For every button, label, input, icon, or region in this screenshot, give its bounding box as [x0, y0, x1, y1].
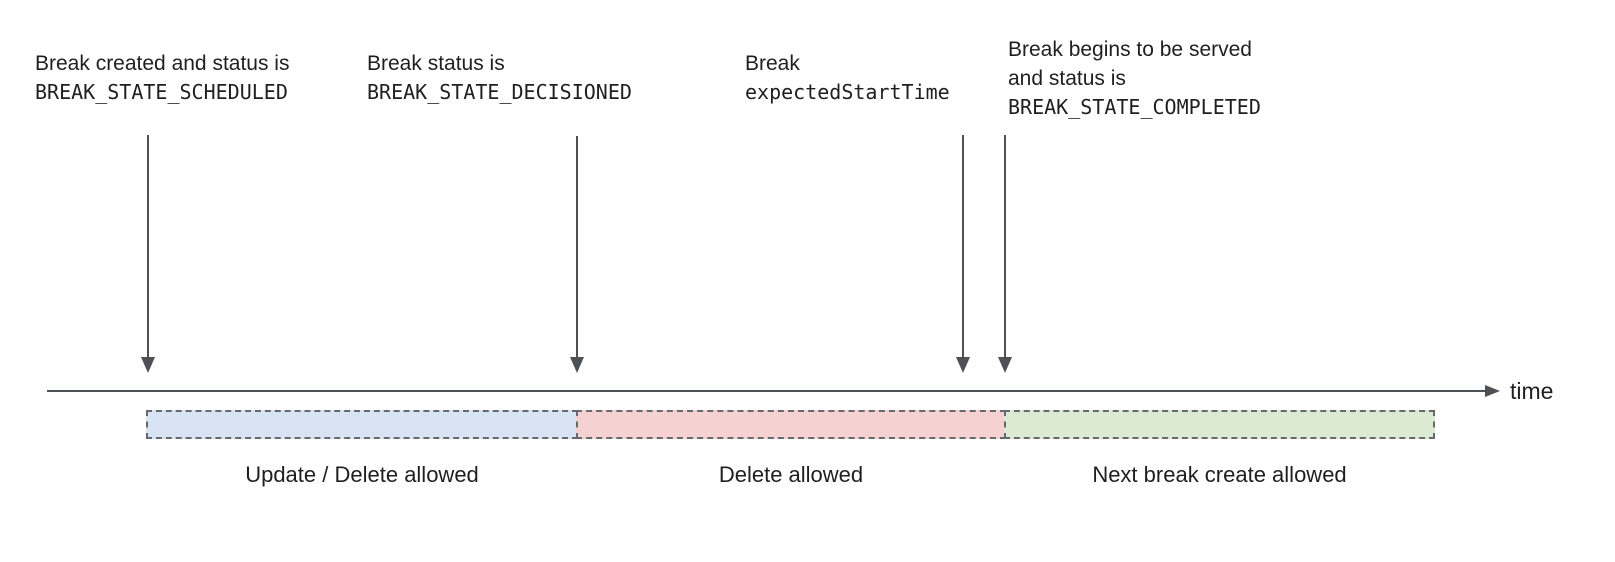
arrow-head-icon [956, 357, 970, 373]
down-arrow-icon-scheduled [141, 135, 155, 373]
annotation-text: Break begins to be served [1008, 38, 1252, 61]
segment-label-update-delete-allowed: Update / Delete allowed [245, 462, 479, 487]
arrow-head-icon [998, 357, 1012, 373]
time-axis-line [47, 390, 1487, 392]
segment-label-delete-allowed: Delete allowed [718, 462, 864, 487]
down-arrow-icon-expected-start [956, 135, 970, 373]
annotation-text: and status is [1008, 67, 1126, 90]
annotation-break-created: Break created and status is BREAK_STATE_… [35, 49, 289, 107]
segment-label-next-break-create-allowed: Next break create allowed [1092, 462, 1347, 487]
arrow-head-icon [570, 357, 584, 373]
segment-delete-allowed [576, 410, 1006, 439]
arrow-head-icon [141, 357, 155, 373]
annotation-text: Break [745, 52, 800, 75]
annotation-code-expected-start-time: expectedStartTime [745, 80, 950, 104]
arrow-shaft [576, 136, 578, 358]
annotation-code-scheduled: BREAK_STATE_SCHEDULED [35, 80, 288, 104]
time-axis-arrow-head-icon [1485, 385, 1500, 397]
annotation-text: Break status is [367, 52, 505, 75]
arrow-shaft [962, 135, 964, 358]
annotation-break-completed: Break begins to be served and status is … [1008, 35, 1261, 122]
arrow-shaft [147, 135, 149, 358]
down-arrow-icon-completed [998, 135, 1012, 373]
annotation-expected-start-time: Break expectedStartTime [745, 49, 950, 107]
segment-update-delete-allowed [146, 410, 578, 439]
annotation-break-decisioned: Break status is BREAK_STATE_DECISIONED [367, 49, 632, 107]
down-arrow-icon-decisioned [570, 136, 584, 373]
annotation-code-completed: BREAK_STATE_COMPLETED [1008, 95, 1261, 119]
segment-next-break-create-allowed [1004, 410, 1435, 439]
time-axis-label: time [1510, 378, 1554, 404]
annotation-code-decisioned: BREAK_STATE_DECISIONED [367, 80, 632, 104]
arrow-shaft [1004, 135, 1006, 358]
annotation-text: Break created and status is [35, 52, 290, 75]
